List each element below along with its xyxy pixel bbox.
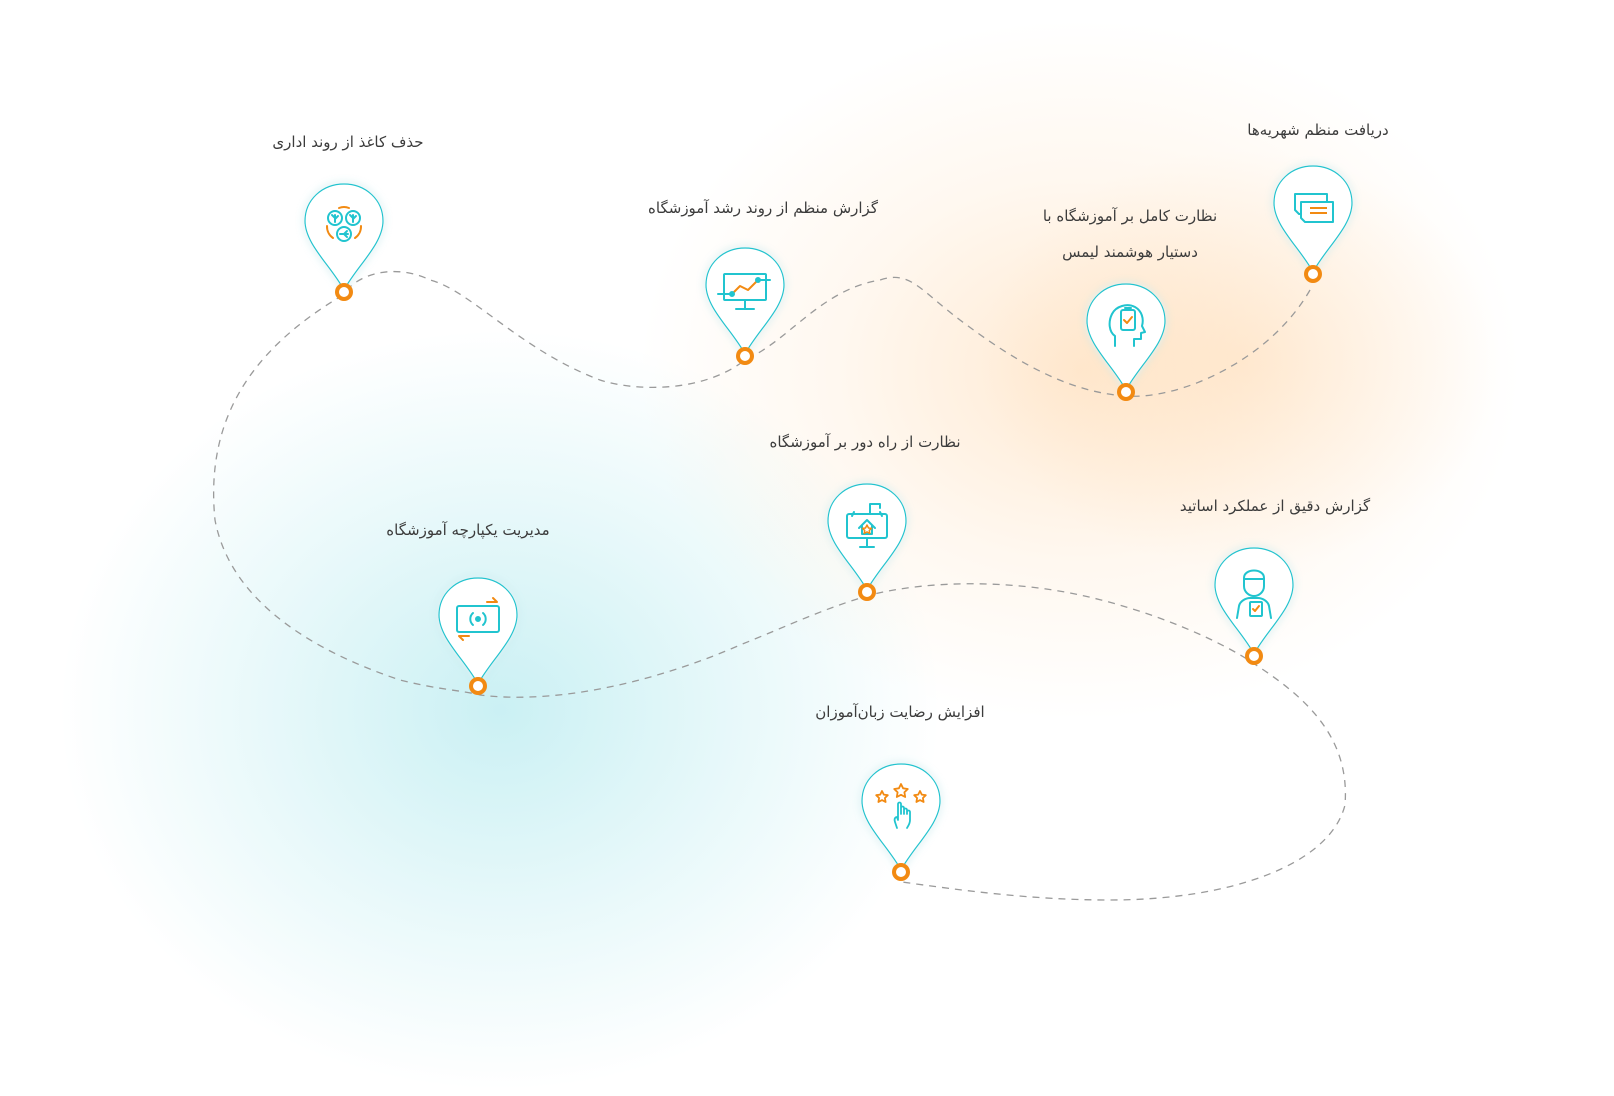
milestone-pin-remote-monitoring[interactable]: [826, 482, 908, 601]
remote-school-icon: [846, 503, 888, 548]
milestone-pin-paperless[interactable]: [303, 182, 385, 301]
milestone-pin-teacher-report[interactable]: [1213, 546, 1295, 665]
milestone-pin-integrated-management[interactable]: [437, 576, 519, 695]
monitor-chart-icon: [717, 273, 771, 310]
dashed-route: [213, 270, 1347, 901]
pin-anchor: [736, 347, 754, 365]
milestone-pin-student-satisfaction[interactable]: [860, 762, 942, 881]
milestone-label-invoices: دریافت منظم شهریه‌ها: [1247, 121, 1389, 139]
pin-anchor: [892, 863, 910, 881]
pin-anchor: [1304, 265, 1322, 283]
mind-check-icon: [1108, 304, 1146, 347]
invoices-icon: [1294, 193, 1334, 223]
milestone-label-integrated-management: مدیریت یکپارچه آموزشگاه: [386, 521, 550, 539]
milestone-pin-growth-report[interactable]: [704, 246, 786, 365]
recycle-leaves-icon: [326, 206, 362, 242]
pin-anchor: [858, 583, 876, 601]
milestone-label-paperless: حذف کاغذ از روند اداری: [272, 133, 424, 151]
milestone-label-lms-assistant-line2: دستیار هوشمند لیمس: [1062, 243, 1198, 261]
pin-anchor: [335, 283, 353, 301]
milestone-label-lms-assistant: نظارت کامل بر آموزشگاه با دستیار هوشمند …: [1010, 198, 1250, 270]
milestone-label-student-satisfaction: افزایش رضایت زبان‌آموزان: [815, 703, 985, 721]
milestone-label-remote-monitoring: نظارت از راه دور بر آموزشگاه: [769, 433, 961, 451]
teacher-check-icon: [1236, 569, 1272, 619]
milestone-label-lms-assistant-line1: نظارت کامل بر آموزشگاه با: [1042, 207, 1218, 225]
pin-anchor: [469, 677, 487, 695]
rating-hand-icon: [875, 783, 927, 829]
pin-anchor: [1245, 647, 1263, 665]
milestone-label-growth-report: گزارش منظم از روند رشد آموزشگاه: [648, 199, 878, 217]
milestone-pin-invoices[interactable]: [1272, 164, 1354, 283]
integrated-sync-icon: [456, 597, 500, 641]
pin-anchor: [1117, 383, 1135, 401]
milestone-label-teacher-report: گزارش دقیق از عملکرد اساتید: [1179, 497, 1371, 515]
milestone-pin-lms-assistant[interactable]: [1085, 282, 1167, 401]
